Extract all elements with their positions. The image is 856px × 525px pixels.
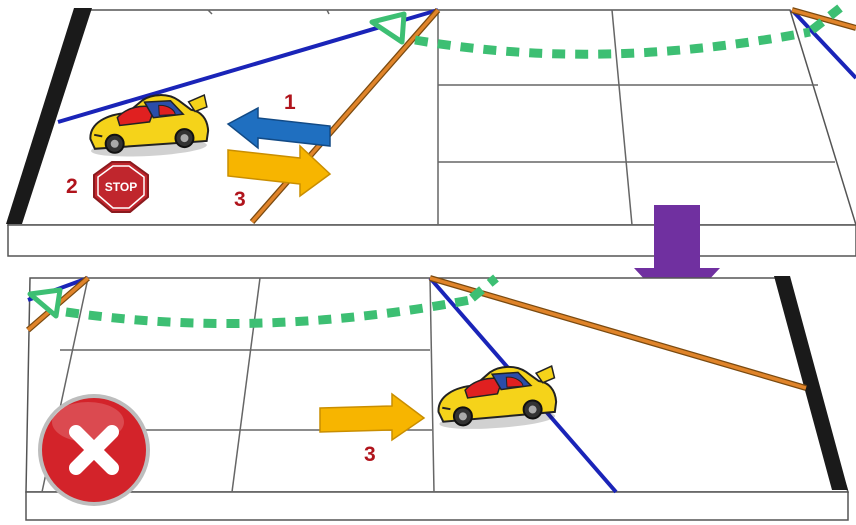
top-green-path	[414, 27, 811, 59]
step2-number: 2	[66, 175, 78, 198]
top-blue-line-right	[790, 8, 856, 80]
step3-forward-arrow	[227, 144, 332, 198]
bottom-panel: 3	[25, 274, 850, 521]
bottom-step3-forward-arrow	[319, 392, 426, 442]
top-grid	[207, 9, 835, 226]
top-blue-line	[57, 8, 439, 124]
top-green-path-right	[809, 4, 843, 34]
bottom-green-path	[65, 295, 471, 329]
bottom-right-wall	[774, 276, 848, 490]
error-x-icon	[38, 394, 150, 506]
step3-number-top: 3	[234, 188, 246, 211]
top-orange-line	[249, 7, 856, 224]
bottom-board-edge	[25, 491, 849, 521]
step3-number-bottom: 3	[364, 443, 376, 466]
top-panel: 1 3 STOP 2	[6, 4, 856, 257]
step1-number: 1	[284, 91, 296, 114]
top-board-edge	[7, 224, 856, 257]
stop-sign-text: STOP	[105, 180, 137, 194]
stop-sign-icon: STOP	[93, 161, 149, 213]
bottom-green-arrowhead	[27, 287, 63, 319]
top-left-wall	[6, 8, 92, 224]
top-green-arrowhead	[369, 11, 407, 45]
step1-backward-arrow	[226, 106, 331, 150]
bottom-green-path-right	[469, 274, 499, 302]
